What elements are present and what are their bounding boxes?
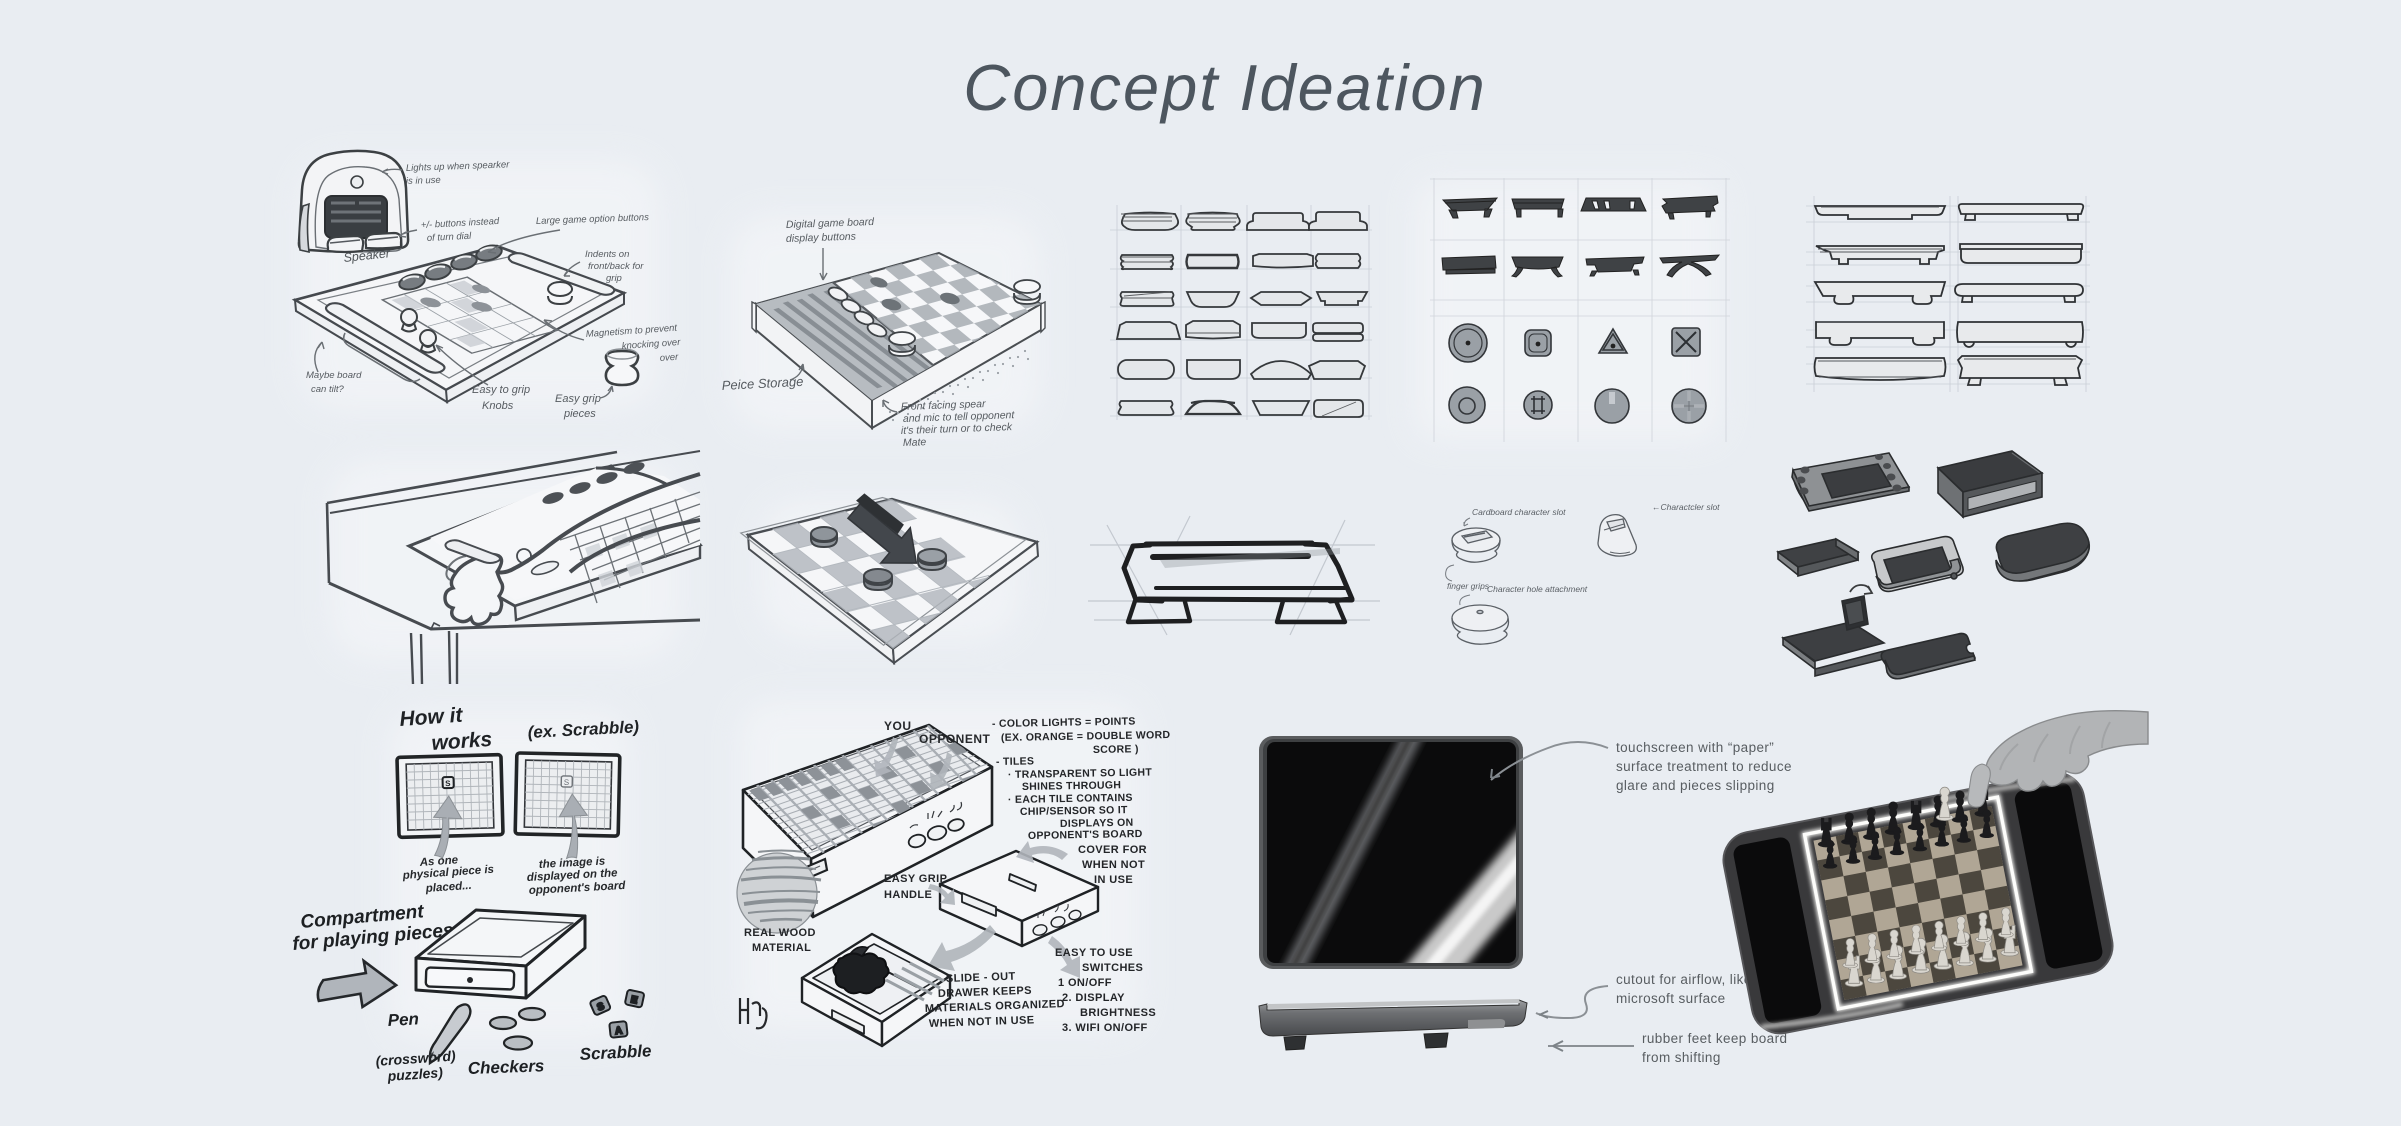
svg-text:Knobs: Knobs [482,400,514,412]
svg-text:pieces: pieces [563,408,596,420]
svg-text:Concept Ideation: Concept Ideation [963,51,1486,124]
svg-text:Mate: Mate [903,436,927,449]
svg-text:1 ON/OFF: 1 ON/OFF [1058,977,1112,989]
svg-text:Cardboard character slot: Cardboard character slot [1472,507,1566,517]
svg-text:WHEN NOT IN USE: WHEN NOT IN USE [929,1014,1035,1030]
svg-text:Lights up when spearker: Lights up when spearker [406,159,511,174]
svg-text:- TILES: - TILES [996,755,1034,768]
svg-text:S: S [564,778,570,787]
svg-text:the image is: the image is [539,856,606,871]
svg-text:Easy grip: Easy grip [555,393,601,405]
svg-text:Front facing spear: Front facing spear [901,398,986,413]
svg-text:CHIP/SENSOR SO IT: CHIP/SENSOR SO IT [1020,804,1128,818]
svg-text:glare and pieces slipping: glare and pieces slipping [1616,778,1775,793]
svg-text:EASY TO USE: EASY TO USE [1055,947,1133,959]
svg-text:works: works [431,728,493,755]
svg-text:HANDLE: HANDLE [884,889,932,901]
svg-text:front/back for: front/back for [588,261,644,272]
svg-text:Pen: Pen [387,1009,419,1030]
svg-text:Maybe board: Maybe board [306,370,362,381]
svg-text:can tilt?: can tilt? [311,384,344,395]
svg-text:S: S [445,779,451,788]
svg-text:cutout for airflow, like: cutout for airflow, like [1616,972,1752,987]
svg-text:As one: As one [418,854,459,869]
svg-text:OPPONENT'S BOARD: OPPONENT'S BOARD [1028,828,1143,842]
svg-text:Speaker: Speaker [343,246,392,265]
svg-text:+/- buttons instead: +/- buttons instead [421,216,501,231]
svg-text:knocking over: knocking over [621,337,681,352]
svg-text:EASY GRIP: EASY GRIP [884,873,947,885]
svg-text:A: A [615,1026,623,1038]
svg-text:2. DISPLAY: 2. DISPLAY [1062,992,1125,1004]
svg-text:REAL WOOD: REAL WOOD [744,927,816,939]
svg-text:puzzles): puzzles) [386,1064,444,1084]
svg-text:DISPLAYS ON: DISPLAYS ON [1060,817,1134,830]
svg-text:placed...: placed... [424,880,472,895]
svg-text:COVER FOR: COVER FOR [1078,844,1147,856]
svg-text:· TRANSPARENT SO LIGHT: · TRANSPARENT SO LIGHT [1008,766,1153,781]
svg-text:from shifting: from shifting [1642,1050,1721,1065]
svg-text:and mic to tell opponent: and mic to tell opponent [903,409,1016,425]
svg-text:SCORE ): SCORE ) [1093,743,1139,756]
svg-text:of turn dial: of turn dial [427,231,473,244]
svg-text:Easy to grip: Easy to grip [472,384,530,396]
svg-text:3. WIFI ON/OFF: 3. WIFI ON/OFF [1062,1022,1148,1034]
svg-text:OPPONENT: OPPONENT [919,732,991,746]
svg-text:is in use: is in use [406,175,441,187]
svg-text:- COLOR LIGHTS = POINTS: - COLOR LIGHTS = POINTS [992,715,1136,730]
svg-text:grip: grip [606,273,622,284]
svg-text:(crossword): (crossword) [375,1047,456,1069]
svg-text:Large game option buttons: Large game option buttons [536,212,650,227]
svg-text:microsoft surface: microsoft surface [1616,991,1726,1006]
svg-text:display buttons: display buttons [786,231,857,245]
svg-text:SHINES THROUGH: SHINES THROUGH [1022,779,1121,793]
svg-text:BRIGHTNESS: BRIGHTNESS [1080,1007,1156,1019]
svg-text:· EACH TILE CONTAINS: · EACH TILE CONTAINS [1008,792,1133,806]
svg-text:over: over [659,352,679,364]
svg-text:finger grips: finger grips [1447,581,1490,591]
svg-text:Scrabble: Scrabble [579,1041,652,1064]
svg-text:SLIDE - OUT: SLIDE - OUT [946,971,1016,985]
svg-text:IN USE: IN USE [1094,874,1133,886]
svg-text:Peice Storage: Peice Storage [721,374,803,393]
svg-text:Digital game board: Digital game board [786,216,876,231]
svg-text:DRAWER KEEPS: DRAWER KEEPS [938,985,1032,1000]
svg-text:it's their turn or to check: it's their turn or to check [901,421,1013,437]
svg-text:Character hole attachment: Character hole attachment [1487,584,1588,594]
svg-text:MATERIALS ORGANIZED: MATERIALS ORGANIZED [925,998,1065,1015]
svg-text:rubber feet keep board: rubber feet keep board [1642,1031,1787,1046]
svg-text:SWITCHES: SWITCHES [1082,962,1143,974]
svg-text:How it: How it [399,704,464,731]
svg-text:YOU: YOU [884,719,912,733]
svg-text:(EX. ORANGE = DOUBLE WORD: (EX. ORANGE = DOUBLE WORD [1001,729,1171,744]
svg-text:Checkers: Checkers [467,1056,544,1078]
svg-text:MATERIAL: MATERIAL [752,942,811,954]
svg-text:←Charactcler slot: ←Charactcler slot [1652,502,1720,512]
svg-text:surface treatment to reduce: surface treatment to reduce [1616,759,1792,774]
svg-text:E: E [630,994,639,1006]
svg-text:touchscreen with “paper”: touchscreen with “paper” [1616,740,1774,755]
svg-text:WHEN NOT: WHEN NOT [1082,859,1145,871]
svg-text:displayed on the: displayed on the [527,867,619,884]
svg-text:Indents on: Indents on [585,249,629,260]
svg-text:opponent's board: opponent's board [529,880,627,897]
